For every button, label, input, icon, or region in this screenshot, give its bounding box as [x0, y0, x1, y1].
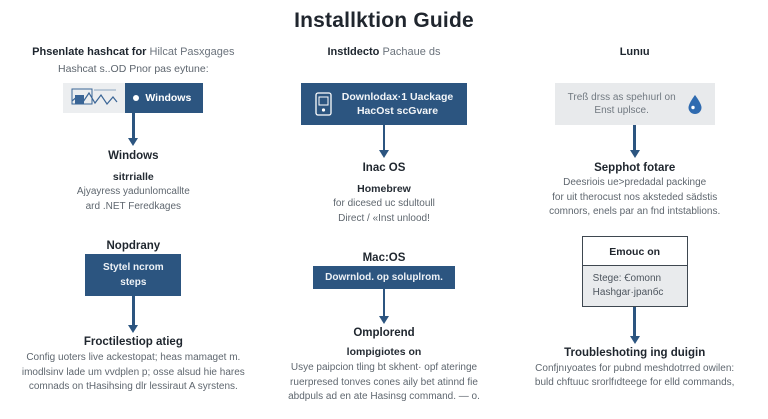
column-header-windows: Phsenlate hashcat for Hilcat Pasxgages H… — [32, 45, 234, 77]
macos-body-line-1: for dicesed uc sdultoull — [333, 198, 435, 209]
windows-body-line-1: Ajyayress yadunlomcallte — [76, 186, 190, 197]
windows-section-body: Ajyayress yadunlomcallte ard .NET Feredk… — [77, 185, 190, 214]
linux-section-title: Sepphot fotare — [594, 162, 676, 174]
column-macos: Instldecto Pachaue ds Downlodax·1 Uackag… — [259, 45, 510, 405]
windows-node-label: Windows — [145, 92, 192, 104]
windows-footer-title: Froctilestiop atieg — [83, 336, 183, 348]
arrow-down-macos-2 — [379, 289, 389, 324]
macos-mid-title: Mac:OS — [362, 252, 406, 264]
arrow-down-macos-1 — [379, 125, 389, 158]
arrow-down-windows-2 — [128, 296, 139, 333]
linux-package-line-2: Enst uplsce. — [594, 105, 649, 116]
macos-download-line-1: Downlodax·1 Uackage — [341, 91, 454, 103]
windows-footer-line-3: comnads on tHasihsing dlr lessiraut A sy… — [28, 381, 238, 392]
linux-terminal-body: Stege: Ꞓomonn Hashgar·jpanбc — [582, 265, 687, 306]
windows-step-box[interactable]: Stytel ncrom steps — [85, 254, 182, 296]
macos-download-box[interactable]: Downlodax·1 Uackage HacOst scGvare — [300, 83, 468, 125]
linux-package-text: Treß drss as spehıurl on Enst uplsce. — [567, 91, 677, 117]
windows-footer-body: Config uoters live ackestopat; heas mama… — [22, 351, 245, 395]
macos-solution-label: Dowrnlod. op soluplrom. — [325, 272, 443, 283]
windows-split-box[interactable]: Windows — [63, 83, 204, 113]
macos-footer-body: Usye paipcion tling bt skhent· opf ateri… — [288, 361, 480, 405]
linux-footer-title: Troubleshoting ing duigin — [564, 346, 706, 359]
linux-terminal-header-label: Emouc on — [609, 245, 661, 258]
column-header-weak: Hilcat Pasxgages — [149, 46, 235, 58]
linux-footer-body: Confjnıyoates for pubnd meshdotrred owil… — [535, 362, 735, 391]
linux-body-line-3: comnors, enels par an fnd intstablions. — [549, 206, 721, 217]
macos-solution-box[interactable]: Dowrnlod. op soluplrom. — [313, 266, 455, 289]
column-windows: Phsenlate hashcat for Hilcat Pasxgages H… — [8, 45, 259, 395]
macos-footer-line-2: ruerpresed tonves cones aily bet atinnd … — [290, 376, 478, 388]
column-linux: Lunıu Treß drss as spehıurl on Enst upls… — [509, 45, 760, 391]
arrow-down-linux-1 — [629, 125, 640, 158]
linux-footer-line-1: Confjnıyoates for pubnd meshdotrred owil… — [535, 362, 735, 374]
macos-footer-line-3: abdpuls ad en ate Hasinsg command. — o. — [288, 391, 480, 402]
linux-body-line-1: Deesriois ue>predadal packinge — [563, 177, 707, 188]
linux-package-line-1: Treß drss as spehıurl on — [567, 92, 676, 103]
macos-body-line-2: Direct / «Inst unlood! — [338, 212, 430, 224]
column-header-line1: Phsenlate hashcat for Hilcat Pasxgages — [32, 45, 234, 59]
windows-footer-line-1: Config uoters live ackestopat; heas mama… — [26, 352, 241, 363]
macos-footer-title: Omplorend — [353, 327, 415, 339]
macos-section-subtitle: Homebrew — [357, 183, 411, 195]
windows-section-title: Windows — [108, 150, 159, 162]
bullet-dot-icon — [133, 95, 140, 101]
linux-section-body: Deesriois ue>predadal packinge for uit t… — [549, 176, 720, 220]
macos-download-line-2: HacOst scGvare — [356, 105, 439, 117]
column-header-strong: Lunıu — [619, 46, 650, 58]
linux-terminal-header: Emouc on — [582, 236, 687, 266]
linux-body-line-2: for uit therocust nos aksteded sädstis — [552, 191, 718, 203]
chart-sketch-icon — [63, 83, 126, 113]
macos-section-body: for dicesed uc sdultoull Direct / «Inst … — [333, 197, 435, 226]
linux-package-box[interactable]: Treß drss as spehıurl on Enst uplsce. — [554, 83, 715, 125]
macos-section-title: Inac OS — [362, 162, 406, 174]
windows-section-subtitle: sitrrialle — [112, 171, 154, 183]
column-header-strong: Phsenlate hashcat for — [32, 46, 150, 58]
page-title: Installktion Guide — [294, 9, 474, 32]
windows-node[interactable]: Windows — [63, 79, 204, 113]
macos-download-text: Downlodax·1 Uackage HacOst scGvare — [342, 90, 453, 118]
windows-node-panel[interactable]: Windows — [125, 83, 204, 113]
linux-terminal-line-2: Hashgar·jpanбc — [592, 286, 664, 298]
column-header-macos: Instldecto Pachaue ds — [327, 45, 440, 77]
linux-terminal-line-1: Stege: Ꞓomonn — [592, 272, 662, 284]
device-icon — [315, 92, 332, 116]
macos-footer-line-1: Usye paipcion tling bt skhent· opf ateri… — [290, 362, 478, 373]
macos-footer-subtitle: lompigiotes on — [346, 346, 422, 358]
arrow-down-linux-2 — [629, 306, 640, 344]
windows-step-line-1: Stytel ncrom — [103, 262, 164, 273]
column-header-line1: Instldecto Pachaue ds — [327, 45, 440, 59]
column-header-line1: Lunıu — [620, 45, 650, 59]
windows-body-line-2: ard .NET Feredkages — [85, 200, 182, 212]
column-header-line2: Hashcat s..OD Pnor pas eytune: — [58, 63, 209, 75]
linux-terminal-box[interactable]: Emouc on Stege: Ꞓomonn Hashgar·jpanбc — [581, 235, 688, 307]
windows-step-line-2: steps — [120, 277, 147, 288]
column-header-weak: Pachaue ds — [382, 46, 441, 58]
water-droplet-icon — [687, 94, 703, 115]
arrow-down-windows-1 — [128, 113, 139, 146]
guide-columns: Phsenlate hashcat for Hilcat Pasxgages H… — [0, 45, 768, 405]
windows-mid-title: Nopdrany — [106, 240, 161, 252]
column-header-linux: Lunıu — [620, 45, 650, 77]
linux-footer-line-2: buld chftuuc srorlfıdteege for elld comm… — [534, 377, 735, 388]
windows-footer-line-2: imodlsinv lade um vvdplen p; osse alsud … — [21, 366, 245, 378]
column-header-strong: Instldecto — [327, 46, 383, 58]
